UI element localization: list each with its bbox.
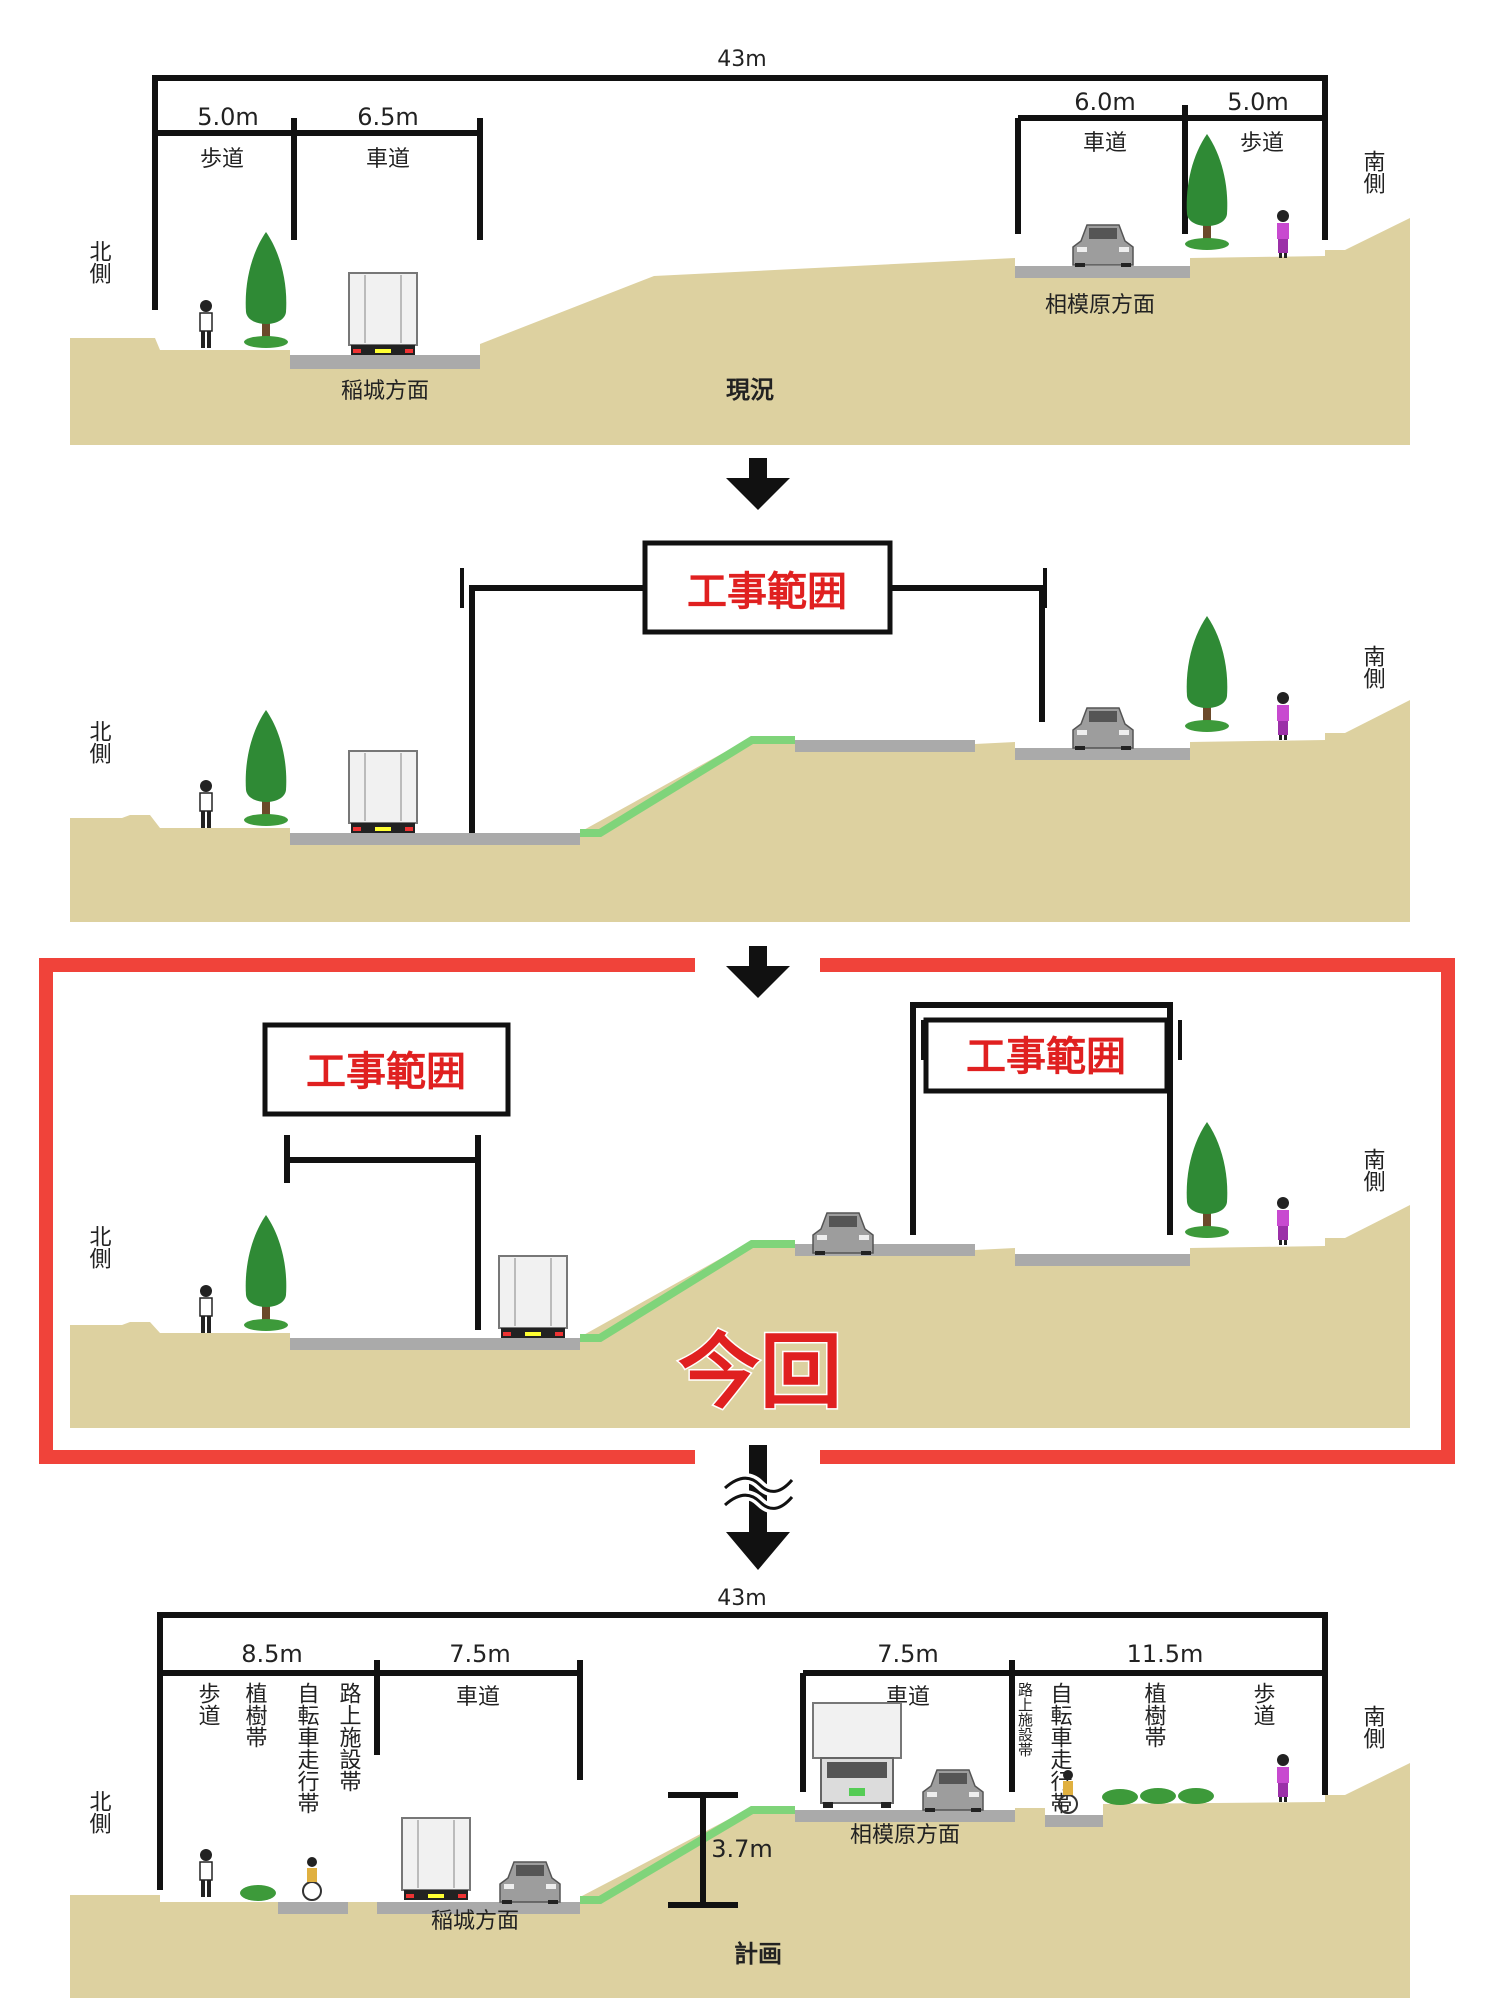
plan-north-side-label: 北側	[86, 1790, 112, 1834]
panel-plan: 43m 8.5m 7.5m 車道 7.5m 車道 11.5m 歩道 植樹帯 自転…	[70, 1586, 1410, 1998]
stage3-construction-label-right: 工事範囲	[966, 1034, 1126, 1080]
current-north-road-label: 車道	[366, 147, 410, 172]
plan-south-side-width: 11.5m	[1127, 1640, 1204, 1668]
plan-height-diff: 3.7m	[711, 1835, 773, 1863]
construction-range-box	[642, 540, 893, 635]
plan-total-width: 43m	[717, 1586, 766, 1611]
pedestrian-icon	[1277, 692, 1289, 740]
truck-icon	[348, 272, 418, 356]
plan-north-side-width: 8.5m	[241, 1640, 303, 1668]
down-arrow-icon	[726, 1532, 790, 1570]
pedestrian-icon	[199, 1284, 213, 1334]
panel-stage2: 工事範囲 北側 南側	[70, 540, 1410, 922]
plan-north-label-bike-lane: 自転車走行帯	[294, 1682, 320, 1814]
plan-south-label-facility: 路上施設帯	[1016, 1682, 1034, 1757]
truck-front-icon	[812, 1702, 902, 1808]
current-south-sidewalk-width: 5.0m	[1227, 88, 1289, 116]
break-arrow	[721, 1445, 796, 1570]
car-icon	[499, 1861, 561, 1905]
pedestrian-icon	[1277, 1754, 1289, 1802]
truck-icon	[498, 1255, 568, 1339]
current-south-side-label: 南側	[1360, 150, 1386, 194]
down-arrow-icon	[726, 946, 790, 998]
current-north-road-width: 6.5m	[357, 103, 419, 131]
plan-north-label-sidewalk: 歩道	[195, 1682, 221, 1726]
plan-caption: 計画	[734, 1940, 782, 1968]
stage2-north-side-label: 北側	[86, 720, 112, 764]
tree-icon	[244, 232, 288, 348]
tree-icon	[244, 710, 288, 826]
construction-range-box-left	[262, 1022, 511, 1117]
plan-south-road-width: 7.5m	[877, 1640, 939, 1668]
current-north-direction: 稲城方面	[341, 379, 429, 404]
car-icon	[812, 1212, 874, 1256]
plan-south-label-planting: 植樹帯	[1141, 1682, 1167, 1748]
shrub-icon	[1140, 1788, 1176, 1804]
shrub-icon	[1178, 1788, 1214, 1804]
stage3-south-side-label: 南側	[1360, 1148, 1386, 1192]
tree-icon	[1185, 616, 1229, 732]
truck-icon	[348, 750, 418, 834]
cyclist-icon	[302, 1856, 322, 1901]
stage3-north-side-label: 北側	[86, 1225, 112, 1269]
plan-south-side-label: 南側	[1360, 1705, 1386, 1749]
tree-icon	[1185, 1122, 1229, 1238]
stage2-construction-label: 工事範囲	[687, 569, 847, 615]
pedestrian-icon	[1277, 210, 1289, 258]
highlight-frame	[39, 958, 1455, 1464]
current-south-road-width: 6.0m	[1074, 88, 1136, 116]
pedestrian-icon	[199, 1848, 213, 1898]
stage3-construction-label-left: 工事範囲	[306, 1049, 466, 1095]
panel-stage3: 工事範囲 工事範囲 今回 北側 南側	[39, 946, 1455, 1464]
car-icon	[922, 1769, 984, 1813]
plan-north-label-planting: 植樹帯	[242, 1682, 268, 1748]
tree-icon	[244, 1215, 288, 1331]
current-north-sidewalk-width: 5.0m	[197, 103, 259, 131]
plan-south-label-sidewalk: 歩道	[1250, 1682, 1276, 1726]
shrub-icon	[240, 1885, 276, 1901]
plan-north-road-label: 車道	[456, 1685, 500, 1710]
tree-icon	[1185, 134, 1229, 250]
current-south-direction: 相模原方面	[1045, 293, 1155, 318]
pedestrian-icon	[1277, 1197, 1289, 1245]
pedestrian-icon	[199, 299, 213, 349]
panel-current: 43m 5.0m 歩道 6.5m 車道 6.0m 車道 5.0m 歩道 北側 南…	[70, 47, 1410, 445]
plan-north-direction: 稲城方面	[431, 1909, 519, 1934]
stage2-south-side-label: 南側	[1360, 645, 1386, 689]
current-south-sidewalk-label: 歩道	[1240, 131, 1284, 156]
car-icon	[1072, 707, 1134, 751]
construction-range-box-right	[923, 1017, 1170, 1094]
plan-north-label-facility: 路上施設帯	[336, 1682, 362, 1792]
current-total-width: 43m	[717, 47, 766, 72]
shrub-icon	[1102, 1789, 1138, 1805]
current-north-sidewalk-label: 歩道	[200, 147, 244, 172]
plan-north-road-width: 7.5m	[449, 1640, 511, 1668]
stage3-highlight-label: 今回	[678, 1325, 842, 1420]
plan-south-direction: 相模原方面	[850, 1823, 960, 1848]
truck-icon	[401, 1817, 471, 1901]
pedestrian-icon	[199, 779, 213, 829]
current-south-road-label: 車道	[1083, 131, 1127, 156]
current-caption: 現況	[726, 376, 774, 404]
down-arrow-icon	[726, 458, 790, 510]
current-north-side-label: 北側	[86, 240, 112, 284]
car-icon	[1072, 224, 1134, 268]
